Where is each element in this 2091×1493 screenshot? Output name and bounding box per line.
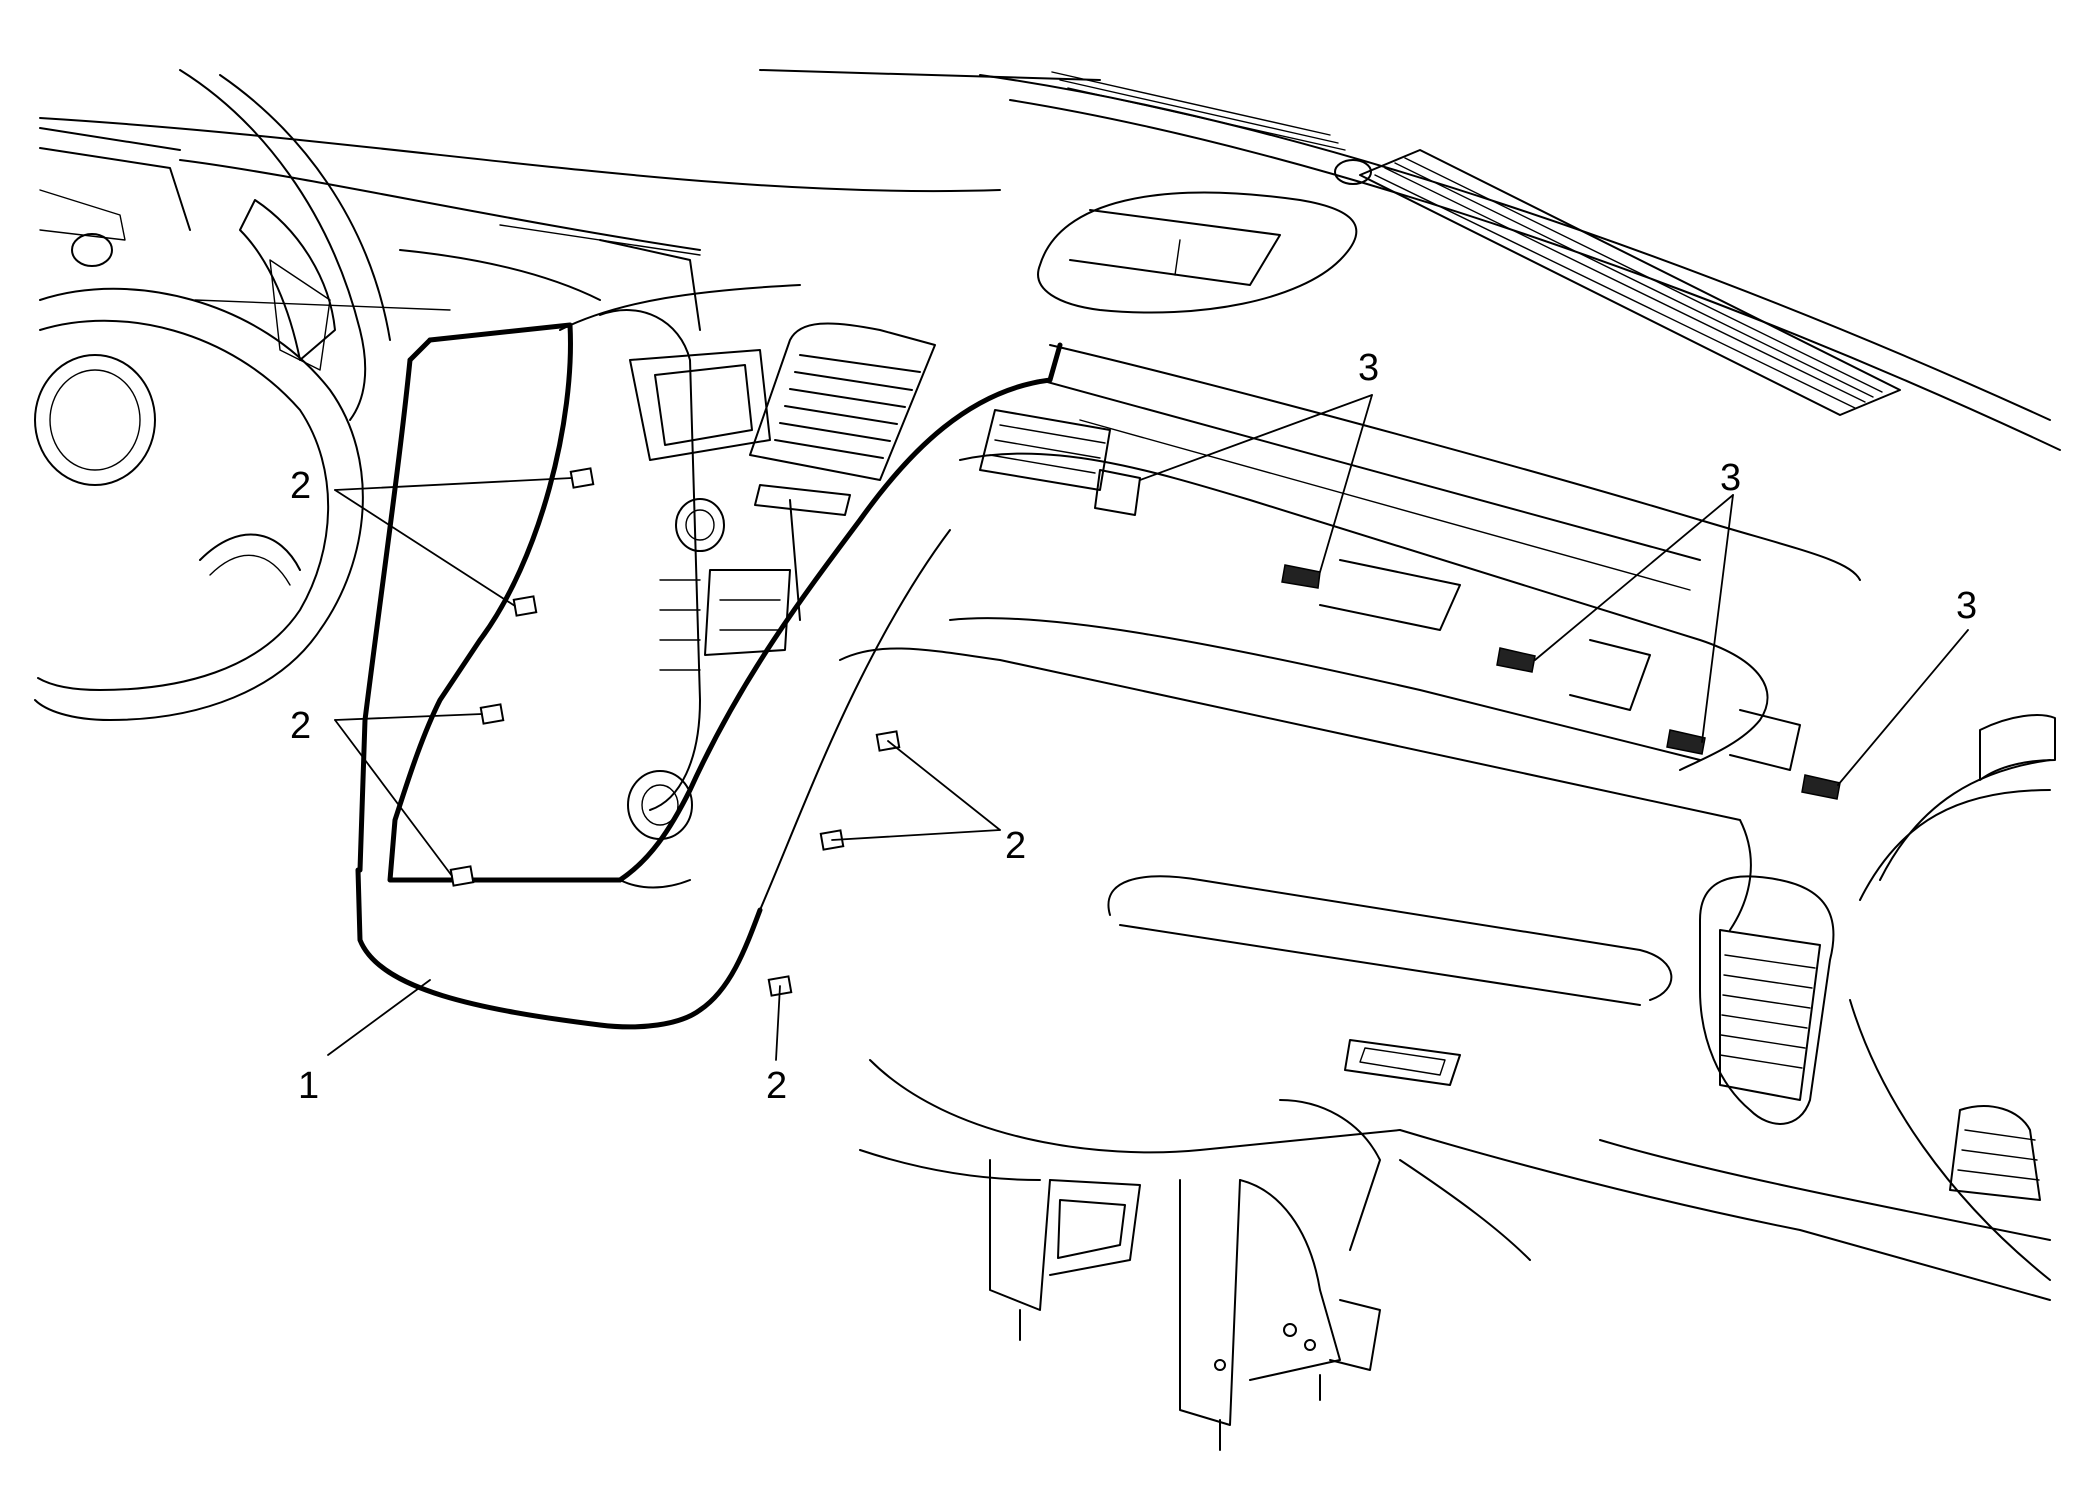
callout-2-lower-left: 2 — [290, 705, 311, 747]
dashboard-upper-pad — [959, 344, 1861, 771]
callout-3-middle: 3 — [1720, 457, 1741, 499]
steering-column — [39, 69, 391, 421]
retainer — [1281, 564, 1321, 589]
windshield-edge — [39, 69, 2061, 451]
retainer-clip — [479, 703, 505, 725]
callout-labels: 1 2 2 2 2 3 3 3 — [290, 347, 1977, 1107]
callout-3-right: 3 — [1956, 585, 1977, 627]
center-console — [599, 309, 801, 840]
retainers-part-3 — [1094, 469, 1841, 800]
leader-lines — [327, 394, 1969, 1061]
callout-2-upper-left: 2 — [290, 465, 311, 507]
lower-console-brackets — [989, 1099, 1531, 1451]
defroster-grille — [1051, 71, 1901, 416]
callout-3-top: 3 — [1358, 347, 1379, 389]
left-dash-panel — [39, 127, 701, 331]
retainer — [1801, 774, 1841, 800]
callout-1: 1 — [298, 1065, 319, 1107]
lower-dashboard — [839, 617, 2051, 1301]
center-air-vent — [749, 322, 936, 516]
retainer-clip — [449, 865, 475, 887]
retainer-clip — [569, 467, 595, 489]
right-air-vent — [1699, 875, 1835, 1125]
retainer — [1666, 729, 1706, 755]
steering-wheel — [34, 287, 364, 721]
right-door-area — [1849, 714, 2056, 1281]
clips-part-2 — [449, 467, 901, 997]
callout-2-center-right: 2 — [1005, 825, 1026, 867]
retainer — [1496, 647, 1536, 673]
callout-2-bottom: 2 — [766, 1065, 787, 1107]
instrument-hood — [1037, 191, 1358, 314]
retainer-clip — [512, 595, 538, 617]
instrument-panel-trim-bezel — [355, 284, 1063, 1030]
upper-center-vent — [979, 409, 1111, 491]
